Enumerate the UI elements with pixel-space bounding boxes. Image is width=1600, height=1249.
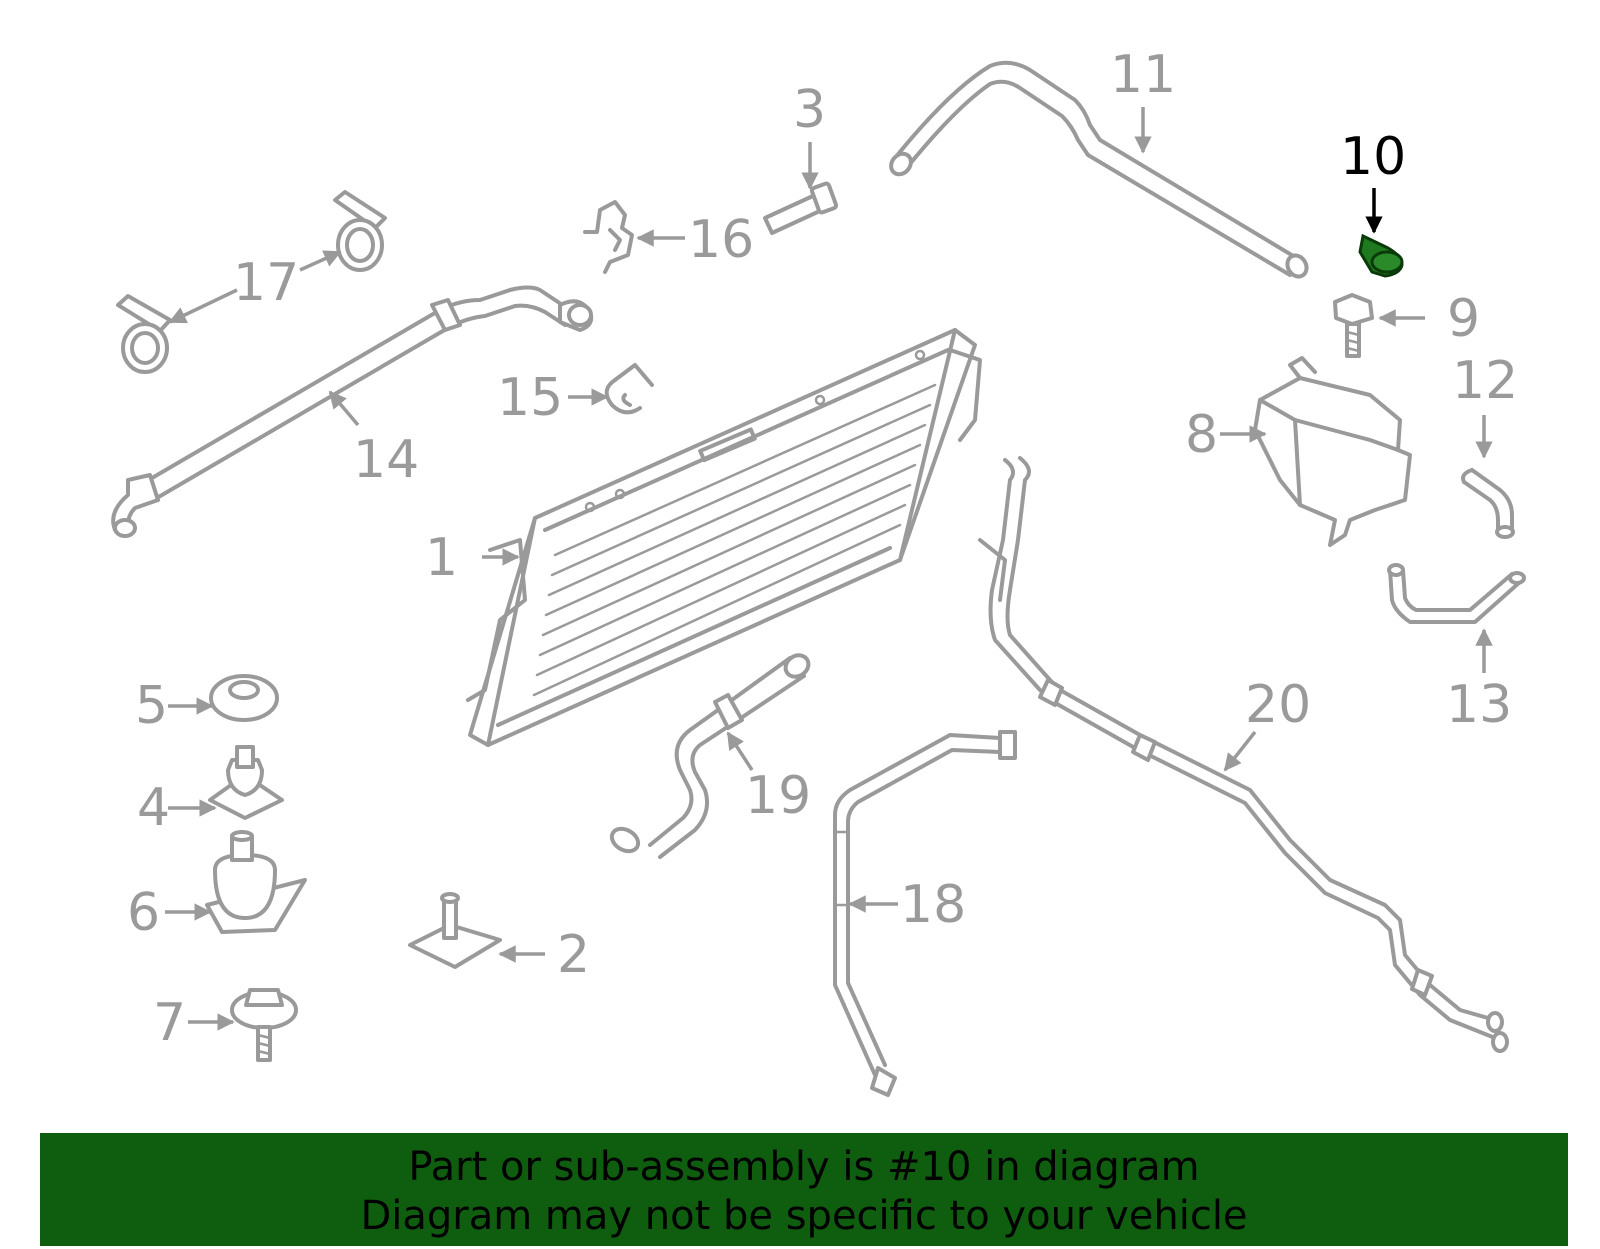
info-banner: Part or sub-assembly is #10 in diagram D… — [40, 1133, 1568, 1246]
part-20-cooler-lines[interactable] — [978, 456, 1509, 1053]
callout-10: 10 — [1340, 127, 1406, 187]
part-3-bleeder-screw[interactable] — [763, 181, 839, 235]
part-13-hose[interactable] — [1387, 563, 1526, 624]
callout-7: 7 — [153, 993, 186, 1053]
callout-5: 5 — [135, 676, 168, 736]
callout-8: 8 — [1185, 405, 1218, 465]
part-18-tube[interactable] — [833, 730, 1017, 1097]
callout-4: 4 — [137, 778, 170, 838]
leader-lines — [165, 107, 1493, 1031]
part-17-clamps[interactable] — [116, 190, 387, 374]
callout-14: 14 — [353, 430, 419, 490]
callout-20: 20 — [1245, 675, 1311, 735]
banner-line-1: Part or sub-assembly is #10 in diagram — [408, 1144, 1200, 1190]
part-10-reservoir-cap[interactable] — [1358, 233, 1404, 278]
part-5-grommet[interactable] — [209, 674, 279, 722]
callout-1: 1 — [425, 528, 458, 588]
callout-19: 19 — [745, 766, 811, 826]
banner-line-2: Diagram may not be specific to your vehi… — [360, 1193, 1248, 1239]
part-19-hose[interactable] — [608, 651, 813, 859]
callout-17: 17 — [233, 253, 299, 313]
callout-2: 2 — [557, 925, 590, 985]
callout-18: 18 — [900, 875, 966, 935]
callout-15: 15 — [497, 368, 563, 428]
part-12-small-hose[interactable] — [1461, 468, 1515, 539]
part-8-coolant-reservoir[interactable] — [1253, 356, 1412, 547]
part-14-long-hose[interactable] — [111, 285, 594, 538]
part-1-radiator[interactable] — [466, 328, 982, 747]
callout-9: 9 — [1447, 289, 1480, 349]
part-4-mount[interactable] — [208, 745, 284, 820]
callout-16: 16 — [688, 210, 754, 270]
callout-labels: 1 2 3 4 5 6 7 8 9 10 11 12 13 14 15 16 1… — [127, 45, 1518, 1053]
callout-6: 6 — [127, 883, 160, 943]
callout-11: 11 — [1110, 45, 1176, 105]
part-2-stud-bracket[interactable] — [408, 892, 502, 969]
part-11-hose[interactable] — [887, 60, 1310, 280]
part-7-bolt[interactable] — [230, 988, 298, 1062]
callout-3: 3 — [793, 80, 826, 140]
part-9-bolt[interactable] — [1333, 293, 1374, 358]
callout-12: 12 — [1452, 351, 1518, 411]
callout-13: 13 — [1446, 675, 1512, 735]
part-16-clip[interactable] — [583, 200, 634, 274]
part-15-clip[interactable] — [604, 363, 654, 415]
part-6-mount-bracket[interactable] — [205, 830, 307, 934]
